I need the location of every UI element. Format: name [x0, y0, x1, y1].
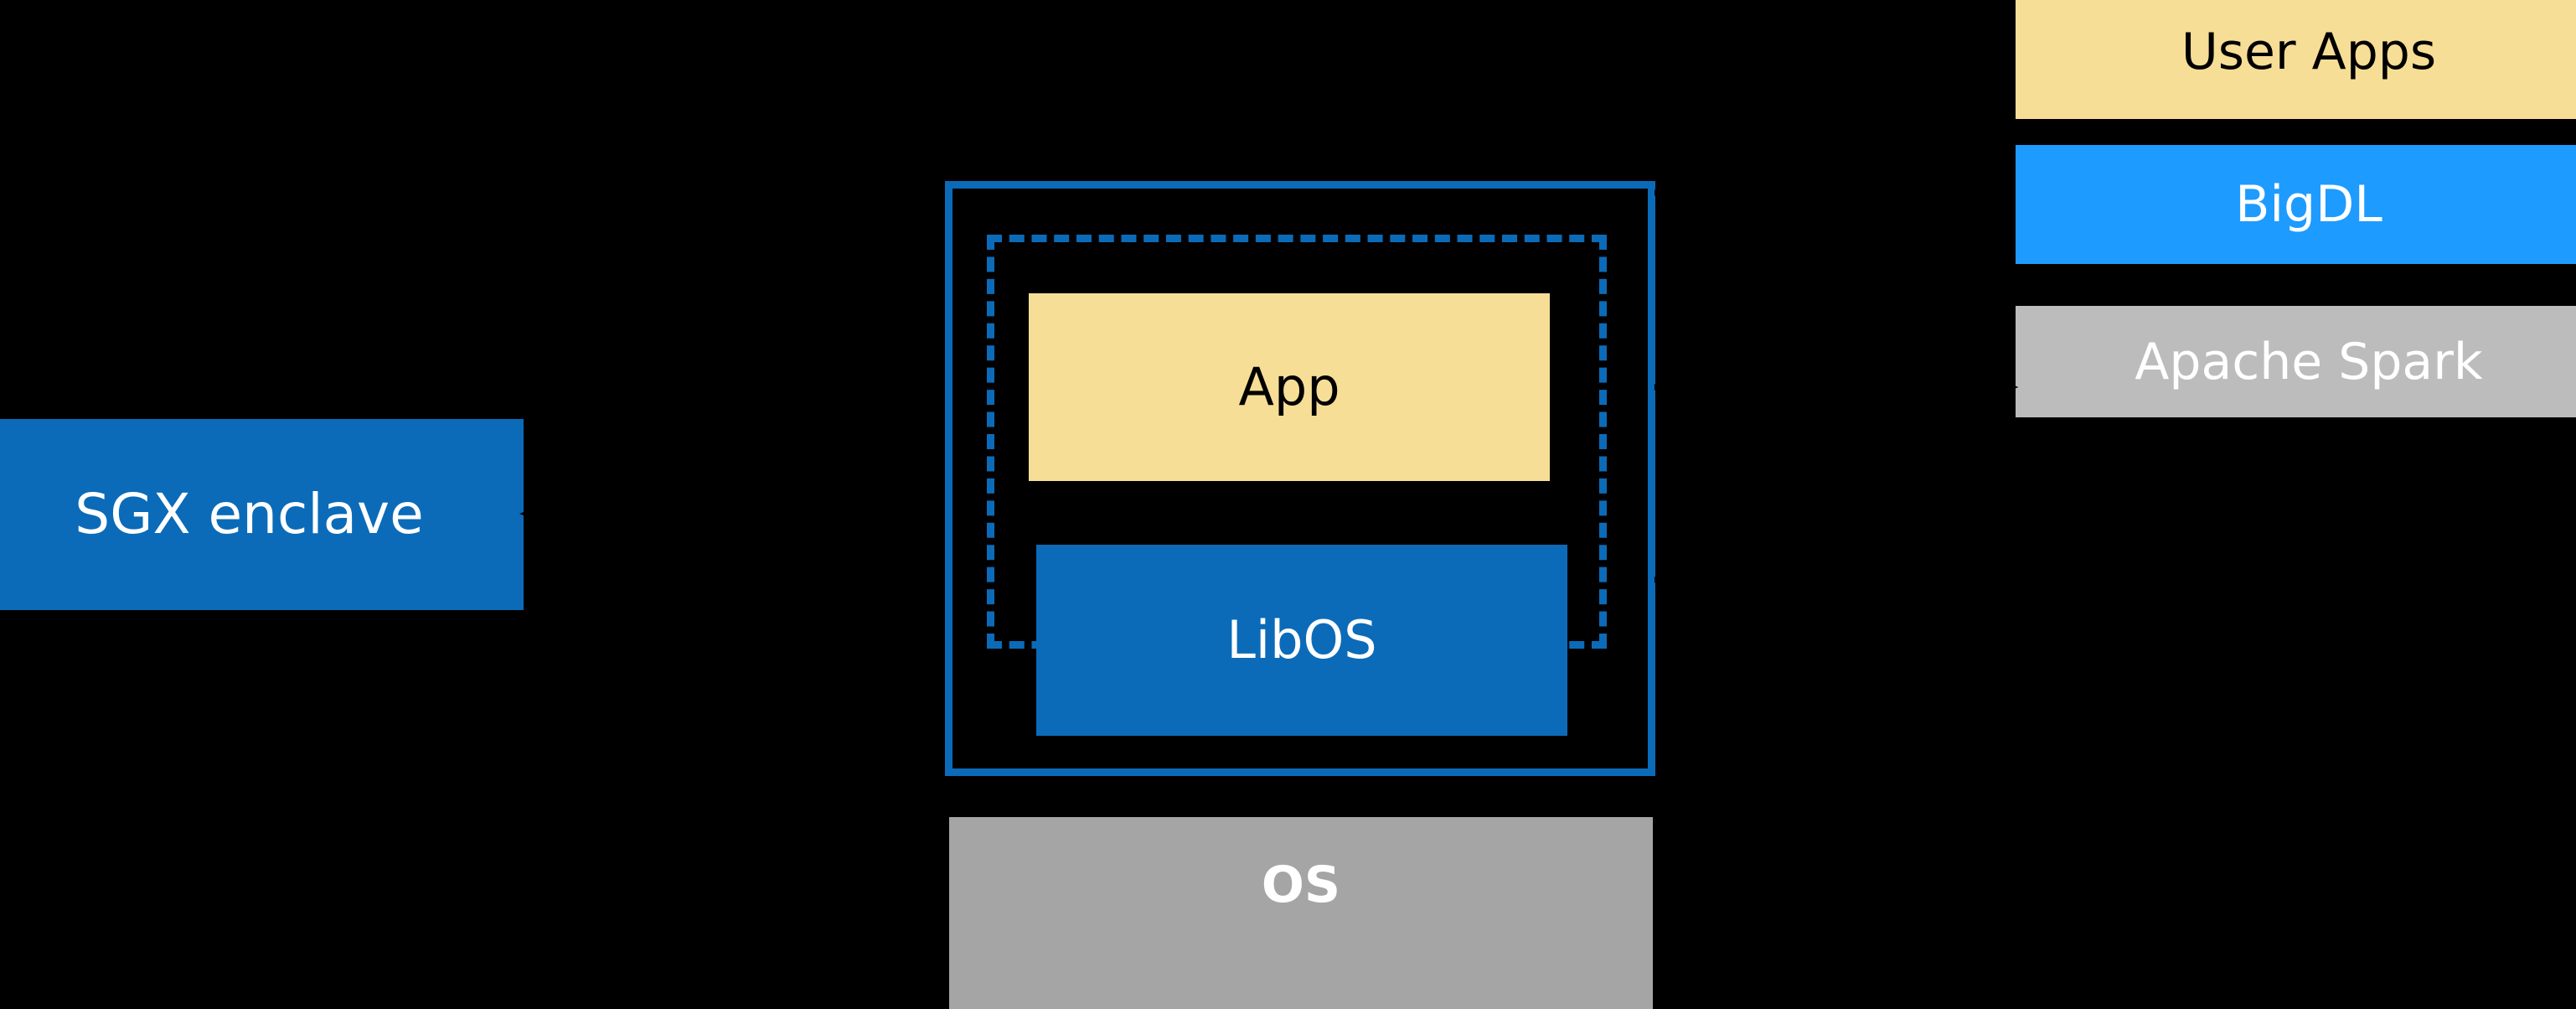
libos-label: LibOS	[1226, 608, 1377, 670]
user-apps-box: User Apps	[2016, 0, 2576, 119]
user-apps-label: User Apps	[2181, 23, 2437, 81]
sgx-enclave-arrow	[519, 504, 938, 524]
enclave-outer-frame	[945, 181, 1655, 776]
os-box: OS	[949, 817, 1653, 1009]
sgx-enclave-box: SGX enclave	[0, 419, 524, 610]
sgx-enclave-label: SGX enclave	[75, 481, 424, 546]
app-label: App	[1238, 355, 1340, 417]
apache-spark-label: Apache Spark	[2135, 332, 2483, 391]
bigdl-label: BigDL	[2235, 175, 2382, 234]
bigdl-box: BigDL	[2016, 145, 2576, 264]
libos-box: LibOS	[1036, 545, 1567, 736]
app-box: App	[1029, 293, 1550, 481]
os-label: OS	[1261, 856, 1341, 914]
apache-spark-box: Apache Spark	[2016, 306, 2576, 417]
app-to-right-column-brace	[1654, 189, 2019, 583]
